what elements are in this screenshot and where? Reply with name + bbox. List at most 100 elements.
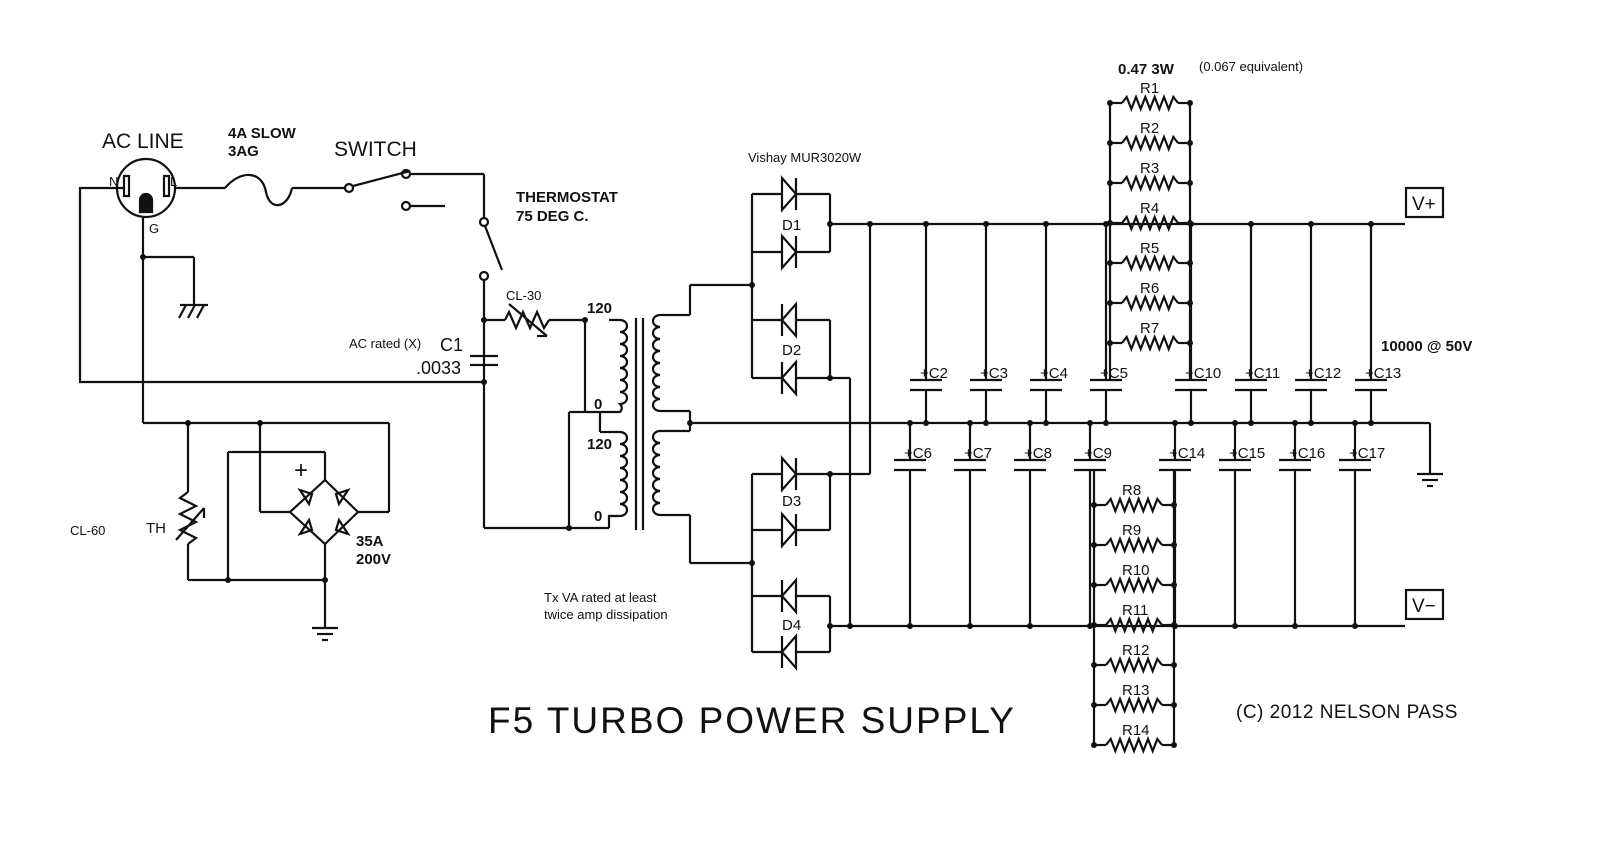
cl30-label: CL-30 bbox=[506, 288, 541, 303]
resistor-r7: R7 bbox=[1107, 320, 1193, 353]
resistor-r1-label: R1 bbox=[1140, 80, 1159, 97]
c1-value-label: .0033 bbox=[416, 358, 461, 378]
resistor-r5-label: R5 bbox=[1140, 240, 1159, 257]
d4-label: D4 bbox=[782, 617, 801, 634]
line-label: L bbox=[170, 174, 177, 189]
capacitor-c8: +C8 bbox=[1014, 420, 1052, 629]
resistor-r9: R9 bbox=[1091, 522, 1177, 555]
resistor-r10-label: R10 bbox=[1122, 562, 1150, 579]
resistor-r14: R14 bbox=[1091, 722, 1177, 755]
diode-d1 bbox=[750, 176, 832, 270]
chassis-ground bbox=[178, 303, 208, 319]
resistor-r8: R8 bbox=[1091, 482, 1177, 515]
bridge-rectifier bbox=[288, 478, 360, 546]
d3-label: D3 bbox=[782, 493, 801, 510]
resistor-r9-label: R9 bbox=[1122, 522, 1141, 539]
resistor-r10: R10 bbox=[1091, 562, 1177, 595]
resistor-r2: R2 bbox=[1107, 120, 1193, 153]
capacitor-c7: +C7 bbox=[954, 420, 992, 629]
fuse-rating-label: 4A SLOW bbox=[228, 125, 297, 142]
capacitor-c14-label: +C14 bbox=[1169, 445, 1205, 462]
capacitor-c8-label: +C8 bbox=[1024, 445, 1052, 462]
c1-ref-label: C1 bbox=[440, 335, 463, 355]
thermostat-switch bbox=[478, 216, 504, 282]
resistor-r3-label: R3 bbox=[1140, 160, 1159, 177]
thermistor-cl30 bbox=[504, 303, 550, 338]
bridge-voltage-label: 200V bbox=[356, 551, 391, 568]
resistor-r12: R12 bbox=[1091, 642, 1177, 675]
capacitor-c12-label: +C12 bbox=[1305, 365, 1341, 382]
ground-label: G bbox=[149, 221, 159, 236]
resistor-r7-label: R7 bbox=[1140, 320, 1159, 337]
capacitor-c9-label: +C9 bbox=[1084, 445, 1112, 462]
resistor-value-label: 0.47 3W bbox=[1118, 61, 1175, 78]
capacitor-value-label: 10000 @ 50V bbox=[1381, 338, 1472, 355]
diode-part-label: Vishay MUR3020W bbox=[748, 150, 862, 165]
transformer-note-2: twice amp dissipation bbox=[544, 607, 668, 622]
cl60-label: CL-60 bbox=[70, 523, 105, 538]
power-switch bbox=[343, 168, 484, 212]
capacitor-c13: +C13 bbox=[1355, 221, 1401, 426]
capacitor-c12: +C12 bbox=[1295, 221, 1341, 426]
cap-note-label: AC rated (X) bbox=[349, 336, 421, 351]
capacitor-c2-label: +C2 bbox=[920, 365, 948, 382]
ac-inlet bbox=[115, 157, 177, 219]
ac-line-label: AC LINE bbox=[102, 130, 184, 153]
capacitor-c10-label: +C10 bbox=[1185, 365, 1221, 382]
power-transformer bbox=[484, 313, 692, 531]
bridge-current-label: 35A bbox=[356, 533, 384, 550]
capacitor-c4: +C4 bbox=[1030, 221, 1068, 426]
capacitor-c1 bbox=[470, 354, 498, 367]
diode-d3 bbox=[750, 456, 832, 548]
resistor-r4-label: R4 bbox=[1140, 200, 1159, 217]
ground-symbol-output bbox=[1415, 472, 1445, 488]
capacitor-c5: +C5 bbox=[1090, 221, 1128, 426]
d2-label: D2 bbox=[782, 342, 801, 359]
thermistor-cl60 bbox=[175, 491, 206, 545]
capacitor-c10: +C10 bbox=[1175, 221, 1221, 426]
capacitor-c15-label: +C15 bbox=[1229, 445, 1265, 462]
resistor-r12-label: R12 bbox=[1122, 642, 1150, 659]
resistor-r1: R1 bbox=[1107, 80, 1193, 113]
resistor-r6-label: R6 bbox=[1140, 280, 1159, 297]
capacitor-c3-label: +C3 bbox=[980, 365, 1008, 382]
tap-0-bottom: 0 bbox=[594, 508, 602, 525]
resistor-r8-label: R8 bbox=[1122, 482, 1141, 499]
th-label: TH bbox=[146, 520, 166, 537]
ground-symbol-input bbox=[310, 626, 340, 642]
resistor-r11: R11 bbox=[1091, 602, 1177, 635]
tap-120-top: 120 bbox=[587, 300, 612, 317]
capacitor-c4-label: +C4 bbox=[1040, 365, 1068, 382]
capacitor-c16-label: +C16 bbox=[1289, 445, 1325, 462]
resistor-r2-label: R2 bbox=[1140, 120, 1159, 137]
capacitor-c2: +C2 bbox=[910, 221, 948, 426]
vplus-label: V+ bbox=[1412, 194, 1436, 215]
capacitor-c14: +C14 bbox=[1159, 420, 1205, 629]
vminus-label: V− bbox=[1412, 596, 1436, 617]
output-vplus-box bbox=[1375, 186, 1445, 226]
neutral-label: N bbox=[109, 174, 118, 189]
output-vminus-box bbox=[1375, 588, 1445, 628]
resistor-r6: R6 bbox=[1107, 280, 1193, 313]
resistor-r11-label: R11 bbox=[1122, 602, 1148, 619]
resistor-r14-label: R14 bbox=[1122, 722, 1150, 739]
capacitor-c6: +C6 bbox=[894, 420, 932, 629]
capacitor-c9: +C9 bbox=[1074, 420, 1112, 629]
capacitor-c13-label: +C13 bbox=[1365, 365, 1401, 382]
resistor-r13: R13 bbox=[1091, 682, 1177, 715]
capacitor-c7-label: +C7 bbox=[964, 445, 992, 462]
capacitor-c3: +C3 bbox=[970, 221, 1008, 426]
resistor-r13-label: R13 bbox=[1122, 682, 1150, 699]
capacitor-c15: +C15 bbox=[1219, 420, 1265, 629]
copyright-label: (C) 2012 NELSON PASS bbox=[1236, 702, 1458, 723]
capacitor-c11-label: +C11 bbox=[1245, 365, 1280, 382]
capacitor-c17-label: +C17 bbox=[1349, 445, 1385, 462]
capacitor-c17: +C17 bbox=[1339, 420, 1385, 629]
fuse bbox=[224, 173, 294, 207]
diode-d2 bbox=[750, 302, 832, 396]
capacitor-c16: +C16 bbox=[1279, 420, 1325, 629]
capacitor-c11: +C11 bbox=[1235, 221, 1280, 426]
tap-120-bottom: 120 bbox=[587, 436, 612, 453]
capacitor-c6-label: +C6 bbox=[904, 445, 932, 462]
